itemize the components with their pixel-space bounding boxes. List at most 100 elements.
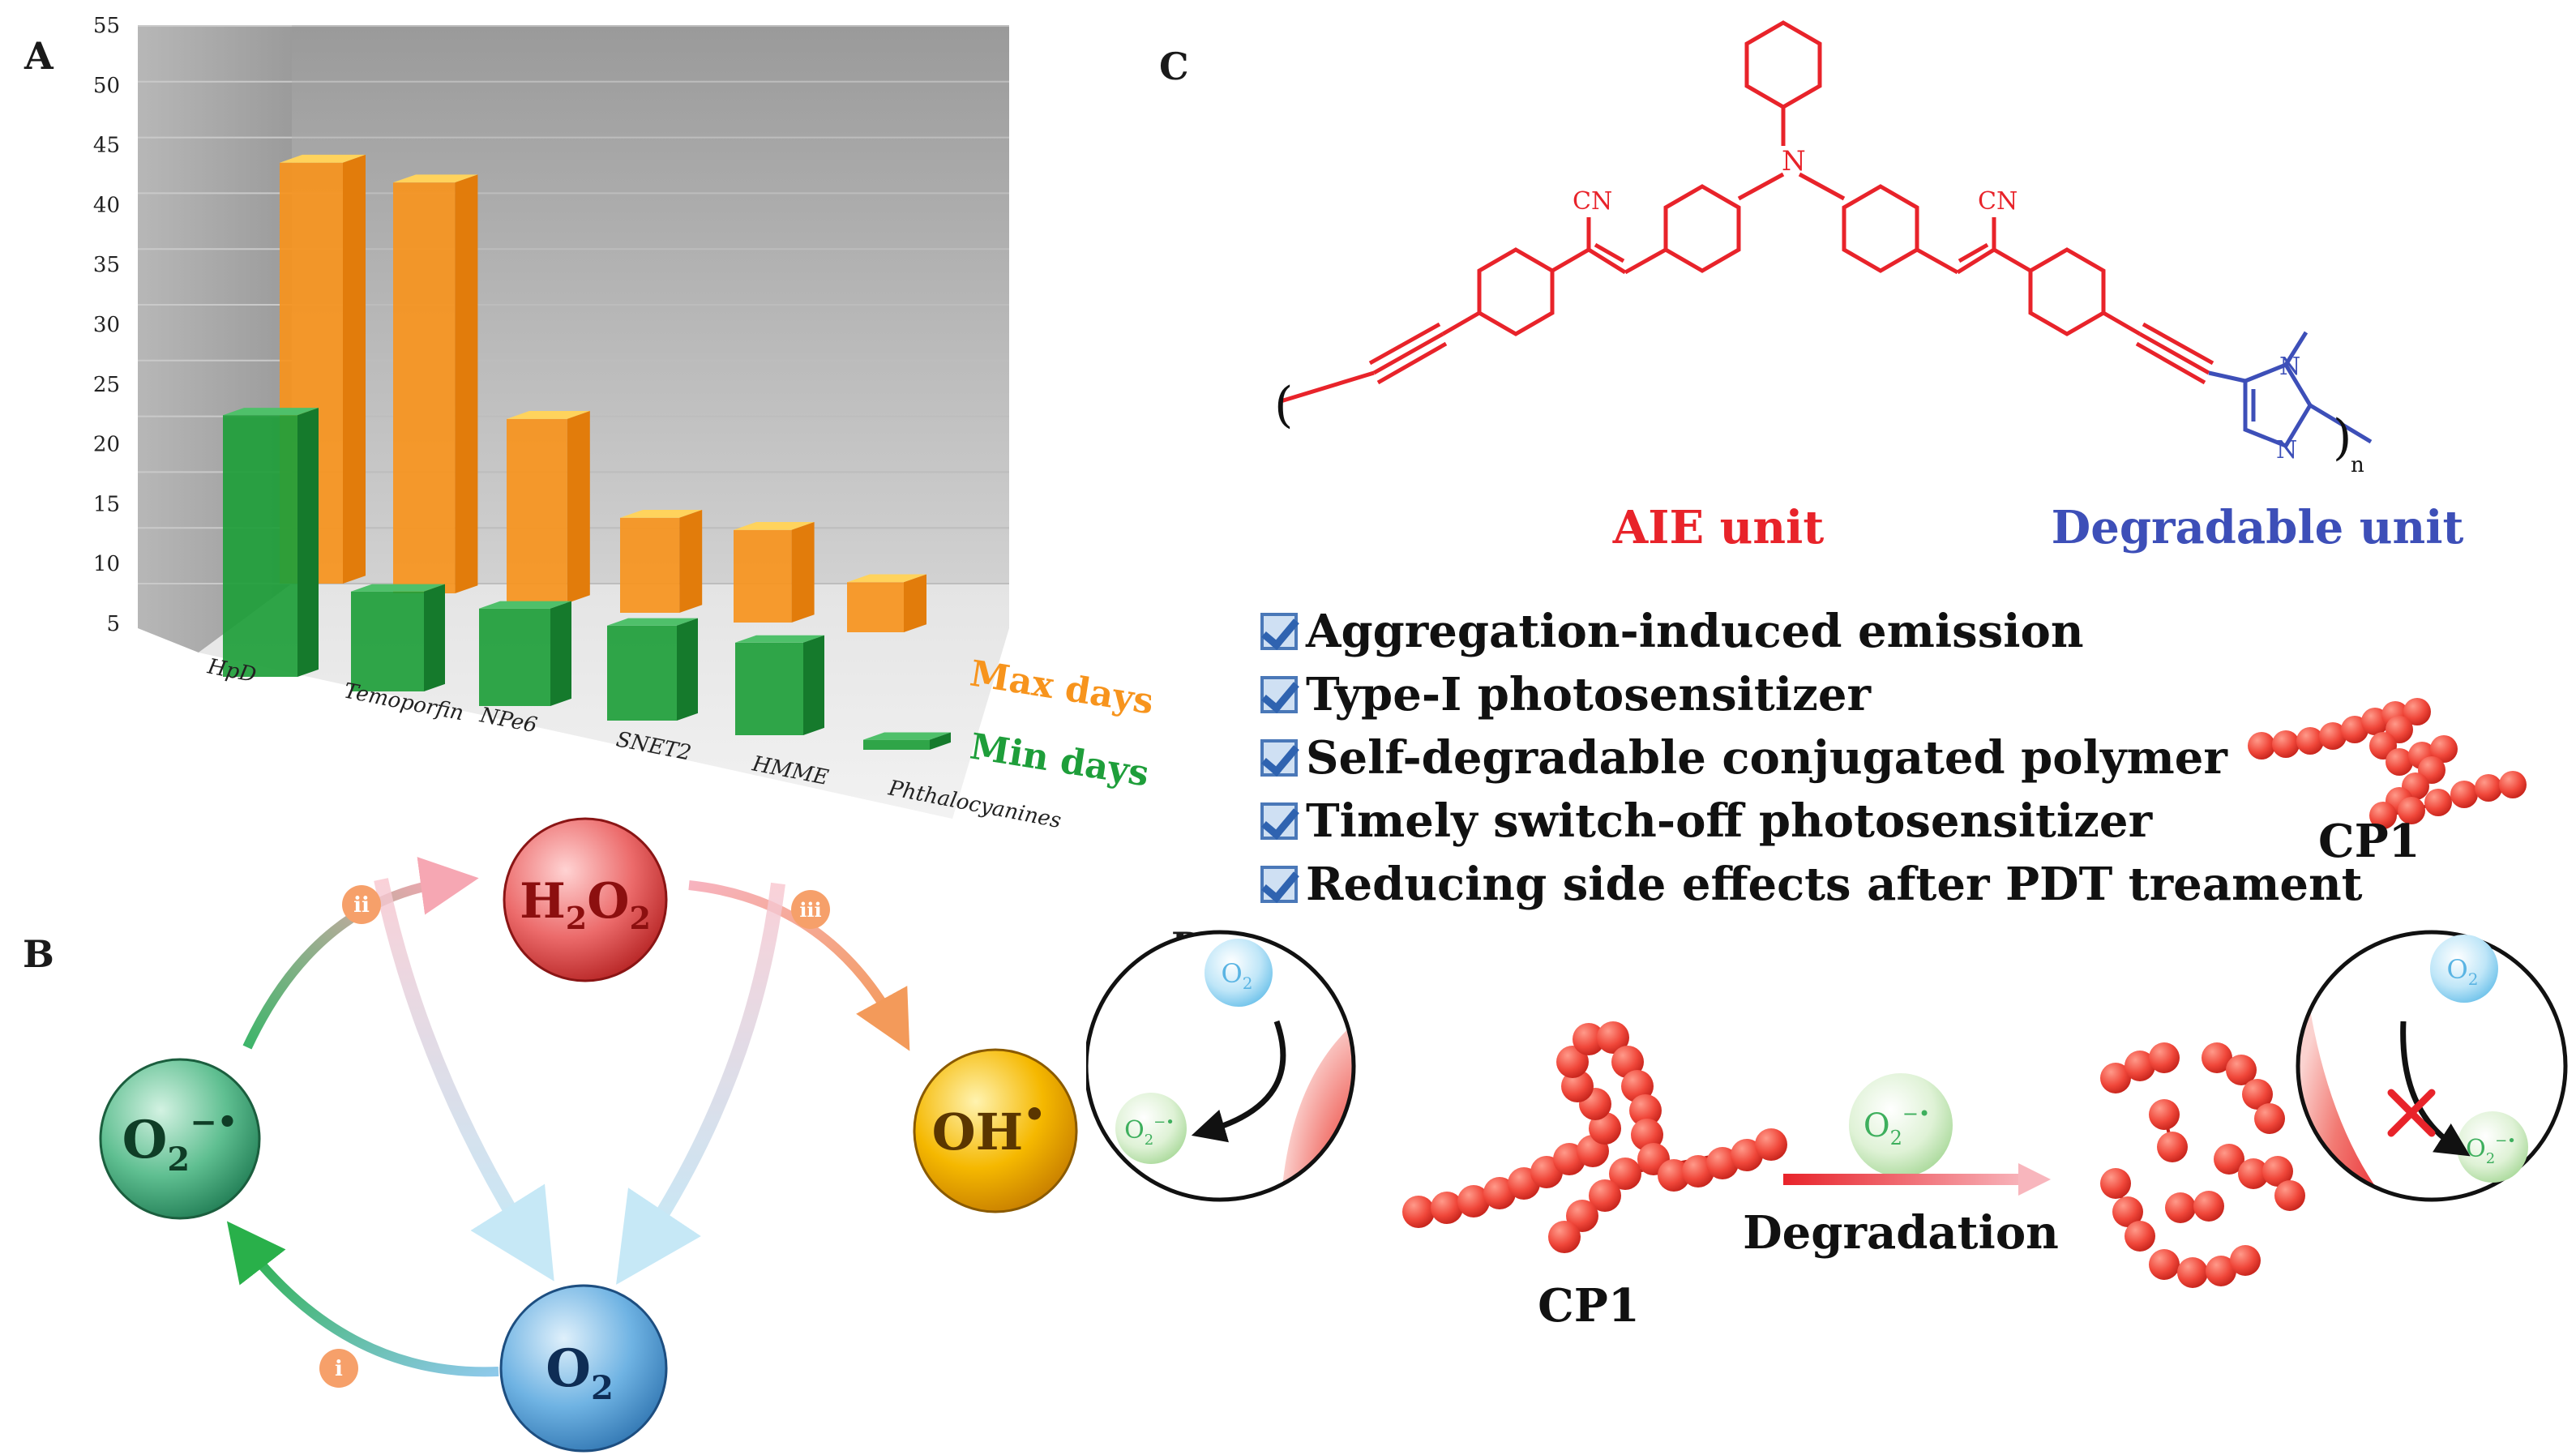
checkbox-icon xyxy=(1260,802,1298,840)
y-tick-label: 50 xyxy=(93,74,120,98)
cp1-label-c: CP1 xyxy=(2318,815,2420,868)
bead xyxy=(2272,730,2300,758)
generation-arrow xyxy=(1191,1020,1286,1143)
bead xyxy=(2296,727,2324,755)
y-tick-label: 35 xyxy=(93,253,120,277)
imidazole-n3-label: N xyxy=(2276,436,2297,464)
aie-unit-label: AIE unit xyxy=(1612,501,1825,554)
svg-text:O2: O2 xyxy=(1222,958,1253,993)
bead xyxy=(2157,1132,2188,1162)
checkbox-icon xyxy=(1260,613,1298,650)
bead xyxy=(2125,1221,2155,1252)
blocked-arrow xyxy=(2400,1021,2471,1157)
bead xyxy=(1589,1112,1621,1145)
bead xyxy=(1611,1046,1644,1078)
y-tick-label: 10 xyxy=(93,552,120,576)
bead xyxy=(2274,1180,2305,1211)
bead xyxy=(2262,1156,2293,1187)
checkbox-icon xyxy=(1260,676,1298,713)
step-marker-ii: ii xyxy=(342,885,381,924)
bead xyxy=(1589,1179,1621,1212)
bar-min-days xyxy=(863,732,951,750)
degradable-unit-label: Degradable unit xyxy=(2052,501,2464,554)
bead xyxy=(1483,1177,1516,1209)
cn-label-right: CN xyxy=(1978,187,2018,216)
feature-checklist: Aggregation-induced emission Type-I phot… xyxy=(1260,600,2363,916)
bead xyxy=(2248,732,2275,760)
cp1-beads xyxy=(2248,698,2527,829)
svg-text:O2−•: O2−• xyxy=(122,1103,238,1179)
feature-text: Reducing side effects after PDT treament xyxy=(1306,858,2363,911)
benzene-ring-right-mid xyxy=(1842,184,1919,273)
bead xyxy=(2149,1042,2180,1073)
cp1-fragments xyxy=(2100,1042,2305,1288)
y-tick-label: 5 xyxy=(106,612,120,636)
bar-max-days xyxy=(393,174,478,594)
bead xyxy=(1457,1185,1490,1217)
bead xyxy=(2202,1042,2232,1073)
svg-text:O2−•: O2−• xyxy=(1124,1114,1175,1149)
bead xyxy=(1548,1221,1581,1253)
active-photosensitizer-inset: O2 O2−• xyxy=(1086,930,1356,1202)
bead xyxy=(2177,1257,2208,1288)
cn-label-left: CN xyxy=(1573,187,1612,216)
bead xyxy=(2475,774,2502,802)
bead xyxy=(2398,797,2425,824)
bead xyxy=(2242,1079,2273,1110)
bead xyxy=(1431,1192,1463,1224)
bead xyxy=(2238,1158,2269,1189)
benzene-ring-top xyxy=(1744,20,1822,109)
bar-max-days xyxy=(620,509,703,613)
bar-min-days xyxy=(223,408,319,677)
bead xyxy=(2226,1055,2257,1085)
close-paren: ) xyxy=(2333,409,2351,466)
node-superoxide: O2−• xyxy=(99,1058,261,1220)
panel-label-c: C xyxy=(1159,45,1189,88)
benzene-ring-left-mid xyxy=(1663,184,1741,273)
node-oxygen: O2 xyxy=(499,1284,668,1453)
svg-text:ii: ii xyxy=(353,893,370,918)
feature-text: Type-I photosensitizer xyxy=(1306,668,1871,721)
open-paren: ( xyxy=(1274,377,1293,434)
feature-item: Timely switch-off photosensitizer xyxy=(1260,790,2363,853)
bead xyxy=(1755,1128,1787,1161)
cp1-intact-chain xyxy=(1402,1021,1787,1253)
bead xyxy=(2165,1192,2196,1223)
y-tick-label: 25 xyxy=(93,373,120,397)
bead xyxy=(1609,1158,1641,1190)
inactive-photosensitizer-inset: O2 O2−• xyxy=(2296,930,2568,1202)
bead xyxy=(2386,748,2413,776)
bead xyxy=(2100,1063,2131,1093)
bead xyxy=(2149,1249,2180,1280)
bar-max-days xyxy=(847,574,926,632)
n-atom-label: N xyxy=(1782,145,1806,178)
blocked-x-icon xyxy=(2387,1089,2436,1137)
feature-item: Type-I photosensitizer xyxy=(1260,663,2363,726)
arrow-to-o2-right xyxy=(616,882,785,1285)
y-tick-label: 15 xyxy=(93,492,120,516)
bar-max-days xyxy=(734,522,815,623)
feature-item: Reducing side effects after PDT treament xyxy=(1260,853,2363,916)
svg-text:H2O2: H2O2 xyxy=(520,873,651,936)
degradation-label: Degradation xyxy=(1743,1206,2059,1260)
checkbox-icon xyxy=(1260,866,1298,903)
bead xyxy=(2206,1256,2236,1286)
y-tick-label: 30 xyxy=(93,313,120,337)
bead xyxy=(2424,789,2452,816)
legend-min-days: Min days xyxy=(967,725,1151,794)
bead xyxy=(2193,1191,2224,1222)
feature-item: Self-degradable conjugated polymer xyxy=(1260,726,2363,790)
y-tick-label: 20 xyxy=(93,433,120,457)
bead xyxy=(1556,1046,1589,1078)
node-hydroxyl-radical: OH• xyxy=(913,1048,1078,1213)
bead xyxy=(2499,771,2527,798)
bead xyxy=(2450,781,2478,808)
cp1-label-d: CP1 xyxy=(1538,1279,1640,1333)
repeat-subscript: n xyxy=(2351,453,2364,477)
node-hydrogen-peroxide: H2O2 xyxy=(503,817,668,982)
benzene-ring-left-outer xyxy=(1477,247,1555,336)
arrow-to-o2-left xyxy=(374,878,554,1282)
bar-min-days xyxy=(479,601,571,706)
legend-max-days: Max days xyxy=(967,653,1151,722)
